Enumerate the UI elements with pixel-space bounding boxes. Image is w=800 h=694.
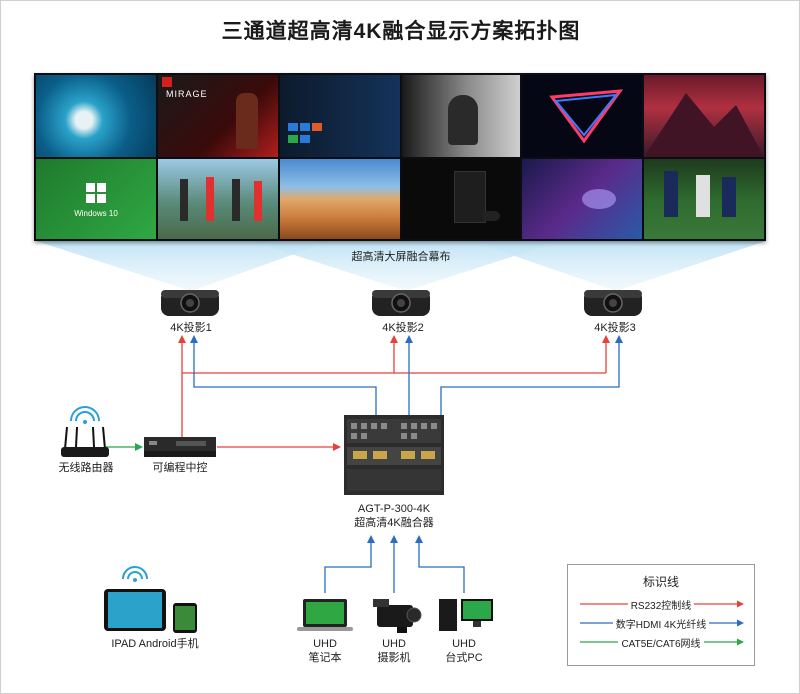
- hdmi-laptop-to-processor: [324, 535, 375, 593]
- projector-label-3: 4K投影3: [594, 322, 636, 334]
- projector-icon-2: [372, 290, 430, 316]
- laptop-label-2: 笔记本: [308, 652, 342, 664]
- tablet-phone-label: IPAD Android手机: [111, 638, 199, 650]
- windows10-text: Windows 10: [74, 209, 118, 218]
- hdmi-desktop-to-processor: [415, 535, 465, 593]
- tile-mirage-game: MIRAGE: [158, 75, 278, 157]
- tile-desert-dunes: [280, 159, 400, 239]
- tile-xbox-console: [402, 159, 520, 239]
- tile-neon-triangle: [522, 75, 642, 157]
- tablet-phone-icon: [104, 566, 197, 633]
- screen-label: 超高清大屏融合幕布: [351, 251, 451, 263]
- tile-red-mountain: [644, 75, 764, 157]
- laptop-label-1: UHD: [313, 638, 337, 650]
- projector-label-2: 4K投影2: [382, 322, 424, 334]
- fusion-processor-icon: [344, 415, 444, 495]
- legend-cat-label: CAT5E/CAT6网线: [618, 639, 704, 650]
- beam-1: [36, 241, 331, 291]
- tile-esports-stage: [522, 159, 642, 239]
- hdmi-processor-to-proj1: [190, 335, 377, 417]
- desktop-label-2: 台式PC: [445, 652, 483, 664]
- processor-name-label: 超高清4K融合器: [354, 517, 434, 529]
- desktop-pc-icon: [439, 599, 493, 631]
- wireless-router-icon: [61, 406, 109, 457]
- legend-box: 标识线 RS232控制线 数字HDMI 4K光纤线 CAT5E/CAT6网线: [567, 564, 755, 666]
- camera-label-2: 摄影机: [377, 652, 411, 664]
- processor-model-label: AGT-P-300-4K: [357, 503, 431, 515]
- projector-icon-1: [161, 290, 219, 316]
- router-label: 无线路由器: [58, 462, 114, 474]
- tile-windows10-desktop: Windows 10: [36, 159, 156, 239]
- projector-icon-3: [584, 290, 642, 316]
- legend-rs232-label: RS232控制线: [627, 601, 695, 612]
- beam-2: [251, 241, 561, 291]
- tile-surfer-wave: [36, 75, 156, 157]
- tile-soldier-bw: [402, 75, 520, 157]
- page-title: 三通道超高清4K融合显示方案拓扑图: [221, 20, 581, 43]
- desktop-label-1: UHD: [452, 638, 476, 650]
- mirage-text: MIRAGE: [166, 89, 208, 99]
- laptop-icon: [297, 599, 353, 631]
- controller-label: 可编程中控: [152, 462, 208, 474]
- tile-rugby-match: [644, 159, 764, 239]
- legend-lines: [580, 600, 744, 646]
- beam-3: [471, 241, 766, 291]
- hdmi-processor-to-proj3: [440, 335, 623, 417]
- legend-title: 标识线: [642, 575, 679, 589]
- programmable-controller-icon: [144, 437, 216, 457]
- video-camera-icon: [373, 599, 422, 633]
- camera-label-1: UHD: [382, 638, 406, 650]
- legend-hdmi-label: 数字HDMI 4K光纤线: [612, 620, 710, 631]
- blended-screen: MIRAGE: [34, 73, 766, 241]
- tile-runners: [158, 159, 278, 239]
- projector-label-1: 4K投影1: [170, 322, 212, 334]
- tile-windows-start-menu: [280, 75, 400, 157]
